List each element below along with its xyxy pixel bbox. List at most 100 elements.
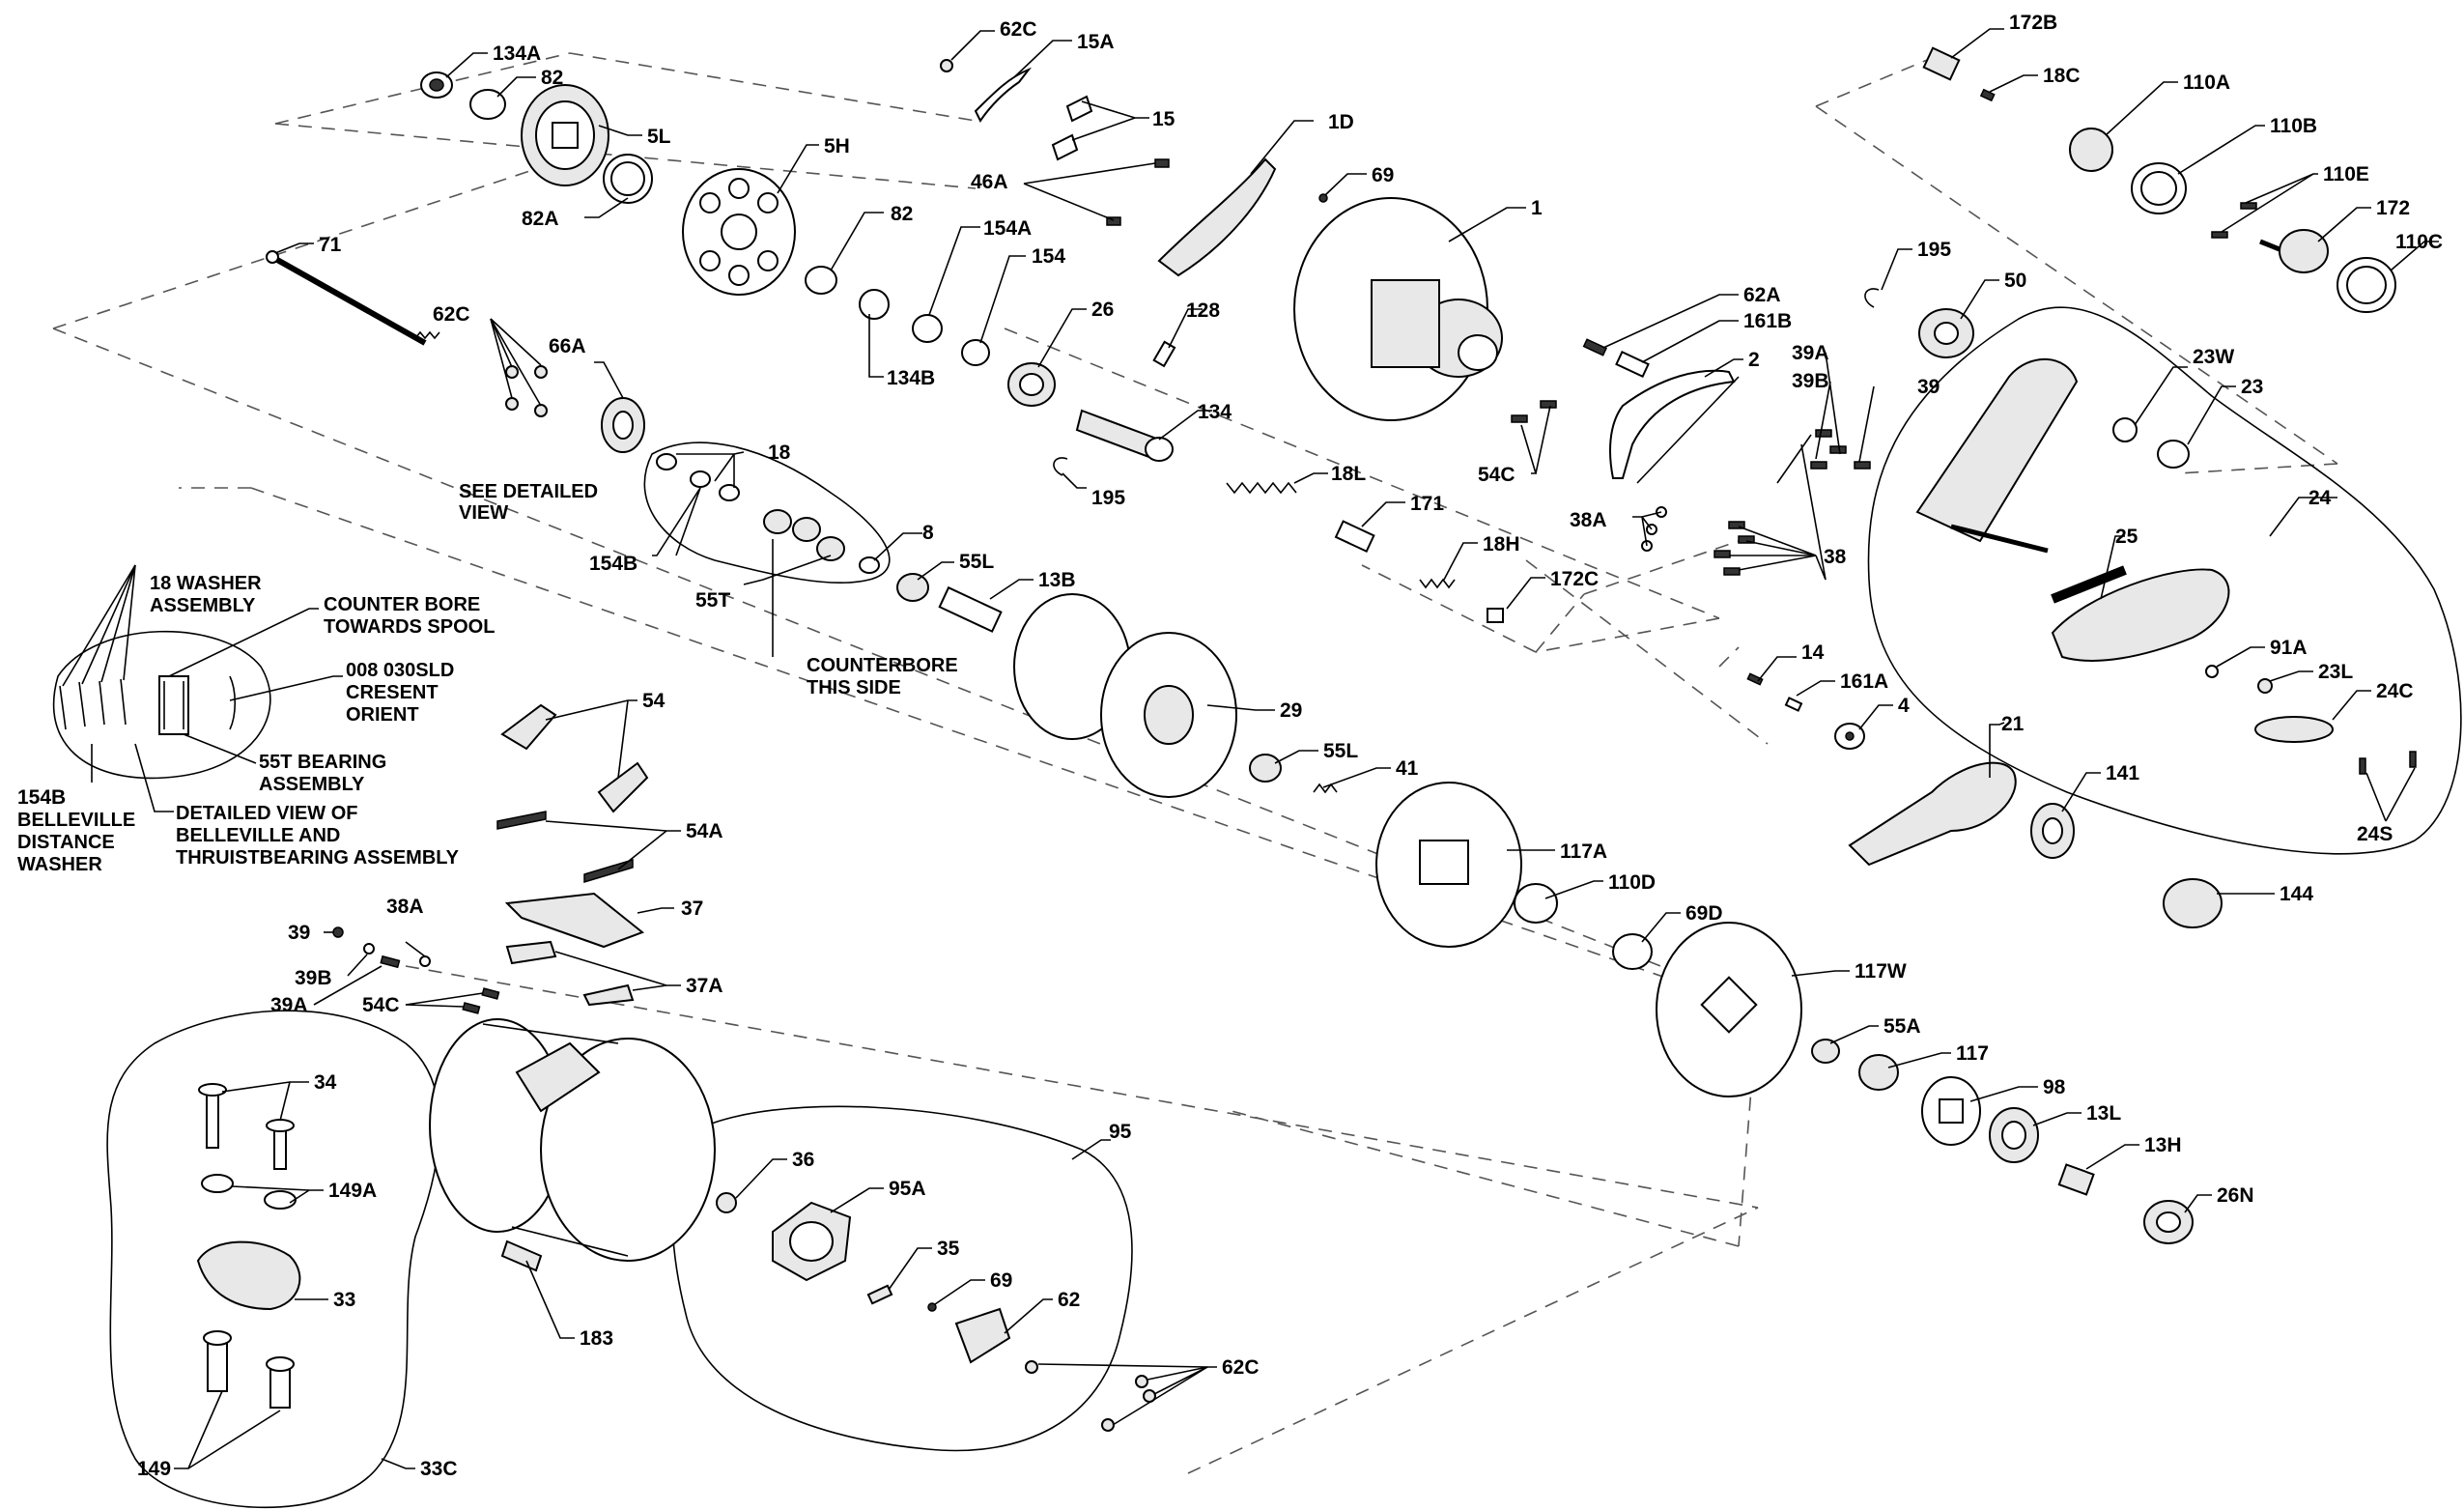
- part-54A-strip: [496, 811, 547, 830]
- part-161B: [1615, 350, 1650, 379]
- callout-15A: 15A: [1077, 31, 1115, 53]
- callout-62: 62: [1058, 1289, 1080, 1311]
- part-18-washer: [656, 453, 677, 470]
- callout-66A: 66A: [549, 335, 586, 357]
- callout-69-top: 69: [1372, 164, 1394, 186]
- part-110D-ring: [1514, 883, 1558, 924]
- callout-39A-left: 39A: [270, 994, 308, 1016]
- part-62C-screw: [940, 59, 953, 72]
- part-172C: [1487, 608, 1504, 623]
- callout-98: 98: [2043, 1076, 2066, 1098]
- part-25-knob: [2051, 568, 2230, 662]
- callout-195-a: 195: [1091, 487, 1125, 509]
- part-62-clip: [954, 1307, 1011, 1364]
- part-38-screws: [1728, 521, 1745, 529]
- sub-assembly-outlines: [52, 306, 2462, 1509]
- callout-8: 8: [922, 522, 934, 544]
- callout-117A: 117A: [1560, 840, 1607, 863]
- callout-18: 18: [768, 442, 791, 464]
- part-39B-washer: [363, 943, 375, 954]
- part-149A-nut: [201, 1174, 234, 1193]
- detail-view-outline: [52, 630, 271, 780]
- callout-144: 144: [2280, 883, 2313, 905]
- callout-34: 34: [314, 1071, 337, 1094]
- part-46A-screw: [1154, 158, 1170, 168]
- part-24C-cap: [2254, 716, 2334, 743]
- part-55L-bearing-b: [1249, 754, 1282, 783]
- callout-71: 71: [319, 234, 342, 256]
- callout-183: 183: [580, 1327, 613, 1350]
- callout-26N: 26N: [2217, 1184, 2254, 1207]
- callout-54C-right: 54C: [1478, 464, 1515, 486]
- part-15-pawl: [1065, 95, 1093, 123]
- part-39-screws: [1815, 429, 1832, 438]
- callout-62C-bot: 62C: [1222, 1356, 1260, 1379]
- side-plate-outline: [643, 442, 891, 584]
- part-54C-screw: [1511, 414, 1528, 423]
- part-82-washer-b: [805, 266, 837, 295]
- note-belleville: BELLEVILLE: [17, 810, 135, 831]
- callout-39A-right: 39A: [1792, 342, 1829, 364]
- callout-55L-a: 55L: [959, 551, 994, 573]
- part-172: [2279, 229, 2329, 273]
- callout-24S: 24S: [2357, 823, 2393, 845]
- callout-128: 128: [1186, 299, 1220, 322]
- callout-134B: 134B: [887, 367, 935, 389]
- callout-55L-b: 55L: [1323, 740, 1358, 762]
- part-36: [716, 1192, 737, 1213]
- parts: [59, 46, 2417, 1432]
- note-bearing-assembly-2: ASSEMBLY: [259, 774, 365, 795]
- note-washer-assembly: 18 WASHER: [150, 573, 262, 594]
- part-154B-detail: [59, 685, 67, 730]
- callout-13L: 13L: [2086, 1102, 2121, 1125]
- callout-24: 24: [2308, 487, 2332, 509]
- callout-39B-right: 39B: [1792, 370, 1829, 392]
- callout-69-bot: 69: [990, 1269, 1012, 1292]
- note-cresent-2: CRESENT: [346, 682, 439, 703]
- part-69-bushing: [1318, 193, 1328, 203]
- callout-38: 38: [1824, 546, 1847, 568]
- callout-54C-left: 54C: [362, 994, 400, 1016]
- part-71-shaft: [269, 253, 427, 346]
- callout-154B-detail: 154B: [17, 786, 66, 809]
- assembly-guide-lines: [52, 52, 2338, 1474]
- callout-13H: 13H: [2144, 1134, 2182, 1156]
- callout-161A: 161A: [1840, 670, 1888, 693]
- callout-172: 172: [2376, 197, 2410, 219]
- part-13H-pin: [2057, 1163, 2095, 1196]
- callout-54: 54: [642, 690, 666, 712]
- callout-5H: 5H: [824, 135, 850, 157]
- callout-1: 1: [1531, 197, 1543, 219]
- callout-23W: 23W: [2193, 346, 2234, 368]
- callout-37: 37: [681, 897, 703, 920]
- callout-1D: 1D: [1328, 111, 1354, 133]
- part-144-knob: [2163, 878, 2223, 928]
- part-23W: [2112, 417, 2138, 442]
- note-see-detailed: SEE DETAILED: [459, 481, 598, 502]
- callout-23: 23: [2241, 376, 2263, 398]
- callout-39-left: 39: [288, 922, 310, 944]
- part-38A-washer: [419, 955, 431, 967]
- part-34-bolt: [206, 1089, 219, 1149]
- part-110E: [2240, 202, 2257, 210]
- part-128: [1152, 340, 1176, 368]
- note-detail-view: DETAILED VIEW OF: [176, 803, 358, 824]
- part-154: [961, 339, 990, 366]
- part-13B-tube: [938, 585, 1003, 633]
- callout-171: 171: [1410, 493, 1444, 515]
- part-14: [1746, 672, 1764, 686]
- callout-154: 154: [1032, 245, 1065, 268]
- part-1D-clicker: [1157, 157, 1277, 277]
- callout-37A: 37A: [686, 975, 723, 997]
- callout-95: 95: [1109, 1121, 1132, 1143]
- callout-26: 26: [1091, 299, 1114, 321]
- part-39A-screw: [380, 954, 401, 969]
- callout-15: 15: [1152, 108, 1175, 130]
- callout-149A: 149A: [328, 1180, 377, 1202]
- callout-110D: 110D: [1608, 871, 1656, 894]
- callout-149: 149: [137, 1458, 171, 1480]
- part-18L-spring: [1226, 481, 1297, 495]
- callout-14: 14: [1801, 641, 1825, 664]
- callout-24C: 24C: [2376, 680, 2414, 702]
- part-69-bush-bot: [927, 1302, 937, 1312]
